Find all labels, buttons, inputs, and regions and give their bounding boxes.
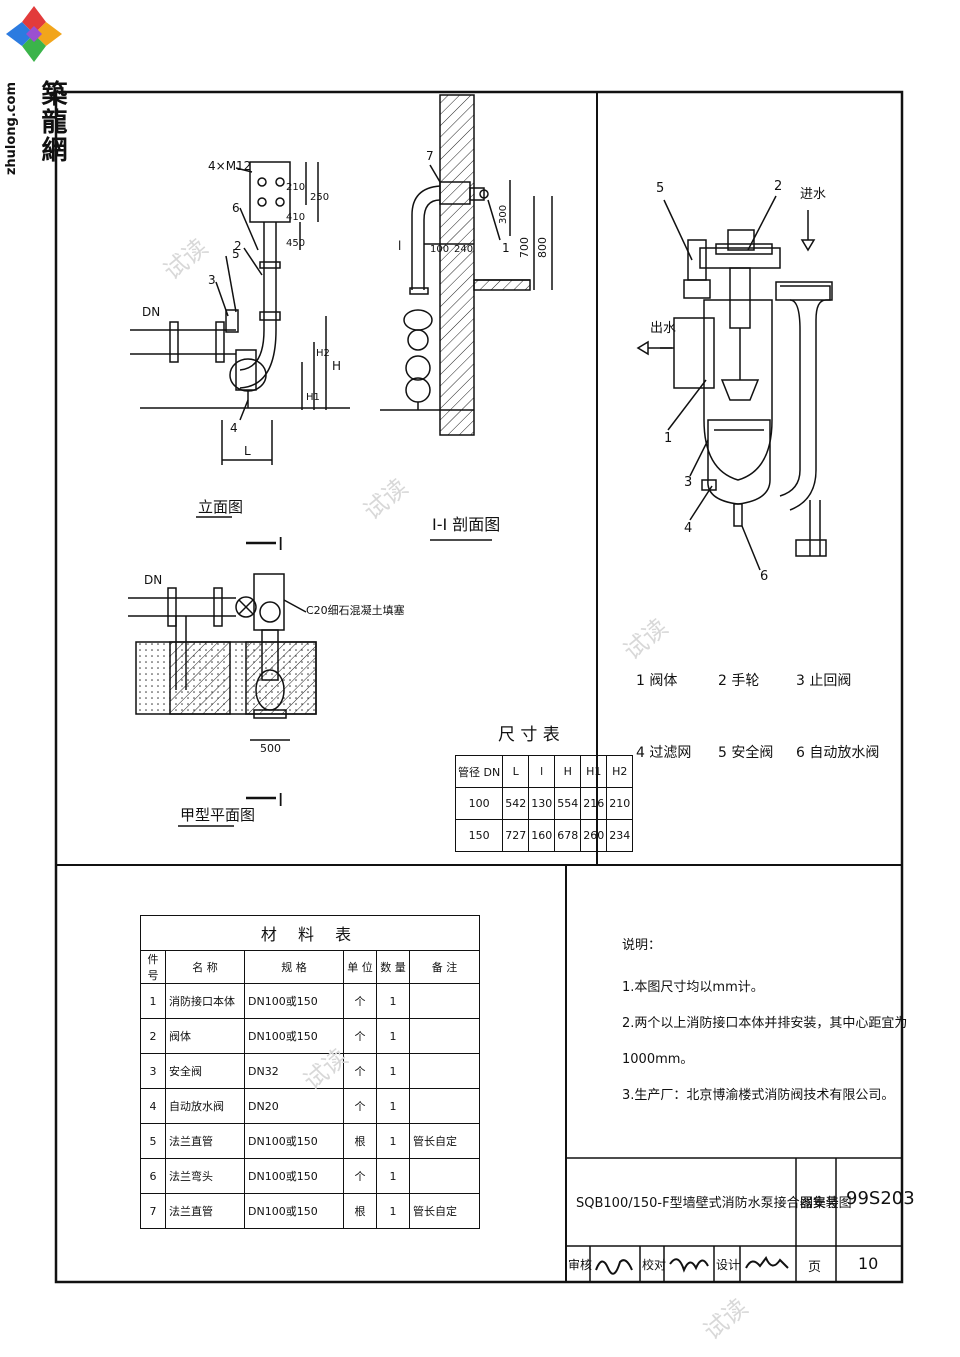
- table-row: 4 自动放水阀 DN20 个 1: [140, 1088, 480, 1124]
- svg-text:2: 2: [774, 179, 782, 194]
- concrete-label: C20细石混凝土填塞: [306, 603, 405, 617]
- plan-labels: DN C20细石混凝土填塞 500 甲型平面图 I: [144, 573, 405, 824]
- design-label: 设计: [716, 1258, 741, 1272]
- drawing-title: SQB100/150-F型墙壁式消防水泵接合器安装图: [576, 1196, 852, 1211]
- plan-title: 甲型平面图: [180, 806, 255, 824]
- svg-text:DN: DN: [144, 573, 162, 587]
- note-item: 2.两个以上消防接口本体并排安装，其中心距宜为1000mm。: [622, 1016, 908, 1067]
- note-item: 3.生产厂：北京博渝楼式消防阀技术有限公司。: [622, 1088, 895, 1103]
- svg-text:I: I: [278, 790, 283, 811]
- svg-text:4: 4: [684, 521, 692, 536]
- table-row: 1 消防接口本体 DN100或150 个 1: [140, 983, 480, 1019]
- reviewer-signature: [595, 1259, 633, 1275]
- atlas-label: 图集号: [800, 1196, 840, 1211]
- elevation-view: [130, 161, 350, 545]
- check-label: 校对: [642, 1258, 667, 1272]
- svg-text:3: 3: [208, 273, 216, 287]
- notes: 说明： 1.本图尺寸均以mm计。 2.两个以上消防接口本体并排安装，其中心距宜为…: [622, 928, 960, 1114]
- svg-text:300: 300: [498, 205, 509, 224]
- svg-text:210: 210: [286, 182, 305, 193]
- legend-item: 2 手轮: [718, 673, 760, 689]
- svg-text:2: 2: [234, 239, 242, 253]
- table-row: 6 法兰弯头 DN100或150 个 1: [140, 1158, 480, 1194]
- svg-text:I: I: [278, 534, 283, 555]
- legend-item: 1 阀体: [636, 673, 678, 689]
- elevation-labels: 4×M12 DN 6 2 5 3 4 L H H1 H2 210 250 410…: [142, 159, 341, 555]
- materials-table-title: 材 料 表: [140, 915, 480, 951]
- table-row: 7 法兰直管 DN100或150 根 1 管长自定: [140, 1193, 480, 1229]
- bolts-label: 4×M12: [208, 159, 251, 173]
- svg-text:410: 410: [286, 212, 305, 223]
- legend-item: 6 自动放水阀: [796, 745, 880, 761]
- svg-text:1: 1: [664, 431, 672, 446]
- title-block-frame: [566, 1157, 902, 1282]
- logo-chinese: 築龍網: [37, 80, 67, 164]
- page-label: 页: [808, 1260, 822, 1275]
- svg-text:4: 4: [230, 421, 238, 435]
- valve-detail: [636, 195, 833, 571]
- outlet-label: 出水: [650, 321, 676, 336]
- svg-text:5: 5: [656, 181, 664, 196]
- table-row: 5 法兰直管 DN100或150 根 1 管长自定: [140, 1123, 480, 1159]
- section-labels: 7 1 l 300 700 800 100 240 I-I 剖面图: [398, 149, 549, 534]
- svg-text:6: 6: [760, 569, 768, 584]
- plan-view: [128, 573, 317, 827]
- table-row: 150 727 160 678 260 234: [454, 819, 634, 852]
- designer-signature: [745, 1256, 789, 1269]
- review-label: 审核: [568, 1258, 593, 1272]
- svg-text:100: 100: [430, 244, 449, 255]
- svg-text:250: 250: [310, 192, 329, 203]
- dimension-table-title: 尺 寸 表: [498, 725, 560, 745]
- legend-item: 5 安全阀: [718, 745, 774, 761]
- section-view: [380, 94, 553, 541]
- svg-text:450: 450: [286, 238, 305, 249]
- svg-text:1: 1: [502, 241, 510, 255]
- section-title: I-I 剖面图: [432, 515, 500, 534]
- valve-labels: 5 2 1 3 4 6 进水 出水: [650, 179, 826, 584]
- atlas-number: 99S203: [846, 1188, 915, 1209]
- checker-signature: [669, 1258, 709, 1273]
- svg-text:500: 500: [260, 742, 281, 755]
- svg-text:700: 700: [518, 237, 531, 258]
- svg-text:7: 7: [426, 149, 434, 163]
- svg-text:240: 240: [454, 244, 473, 255]
- svg-text:l: l: [398, 239, 401, 253]
- table-row: 2 阀体 DN100或150 个 1: [140, 1018, 480, 1054]
- page-number: 10: [858, 1254, 879, 1273]
- table-header-row: 管径 DN L l H H1 H2: [454, 755, 634, 788]
- table-row: 3 安全阀 DN32 个 1: [140, 1053, 480, 1089]
- legend-item: 3 止回阀: [796, 673, 852, 689]
- inlet-label: 进水: [800, 187, 826, 202]
- table-row: 100 542 130 554 216 210: [454, 787, 634, 820]
- svg-text:5: 5: [232, 247, 240, 261]
- dn-label: DN: [142, 305, 160, 319]
- dimension-table: 管径 DN L l H H1 H2 100 542 130 554 216 21…: [454, 755, 634, 852]
- logo-icon: [6, 6, 62, 62]
- svg-text:H1: H1: [306, 392, 320, 403]
- svg-text:3: 3: [684, 475, 692, 490]
- materials-table: 材 料 表 件号 名 称 规 格 单 位 数 量 备 注 1 消防接口本体 DN…: [140, 915, 480, 1229]
- note-item: 1.本图尺寸均以mm计。: [622, 980, 764, 995]
- legend-item: 4 过滤网: [636, 745, 692, 761]
- svg-text:L: L: [244, 444, 251, 458]
- svg-text:800: 800: [536, 237, 549, 258]
- svg-text:H2: H2: [316, 348, 330, 359]
- svg-text:6: 6: [232, 201, 240, 215]
- table-header-row: 件号 名 称 规 格 单 位 数 量 备 注: [140, 950, 480, 984]
- elevation-title: 立面图: [198, 498, 243, 516]
- notes-title: 说明：: [622, 938, 662, 953]
- svg-text:H: H: [332, 359, 341, 373]
